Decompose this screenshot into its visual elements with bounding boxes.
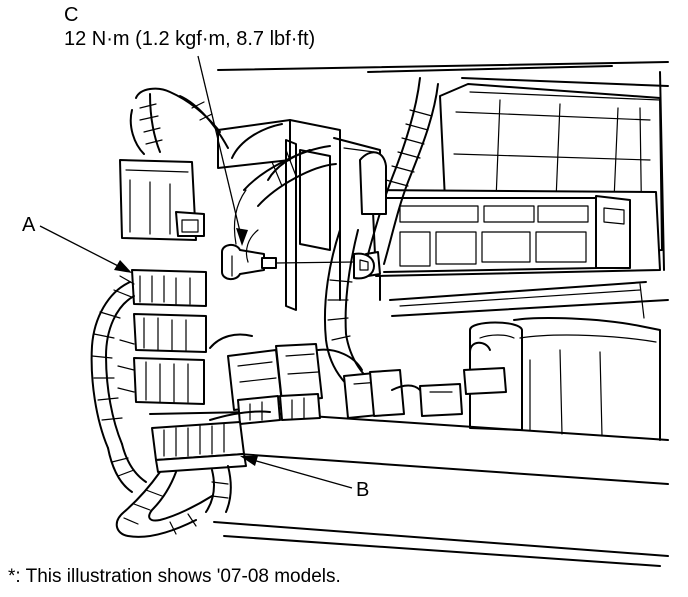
- heater-unit: [365, 189, 661, 441]
- connector-a-group: [90, 87, 229, 449]
- callout-label-a: A: [22, 214, 36, 236]
- arrowhead-a: [114, 260, 132, 273]
- dashboard-frame: [149, 61, 669, 567]
- connector-b-group: [107, 421, 247, 538]
- center-connectors: [209, 333, 463, 425]
- mounting-bolt: [221, 123, 375, 280]
- callout-label-b: B: [356, 479, 370, 501]
- leader-line-b: [245, 457, 353, 489]
- torque-spec: 12 N·m (1.2 kgf·m, 8.7 lbf·ft): [64, 28, 316, 50]
- arrowhead-c: [236, 228, 248, 246]
- callout-label-c: C: [64, 4, 79, 26]
- footnote: *: This illustration shows '07-08 models…: [8, 566, 341, 587]
- leader-lines: [39, 55, 353, 489]
- leader-line-c: [197, 55, 243, 241]
- arrowhead-b: [240, 456, 258, 466]
- leader-line-a: [39, 225, 127, 271]
